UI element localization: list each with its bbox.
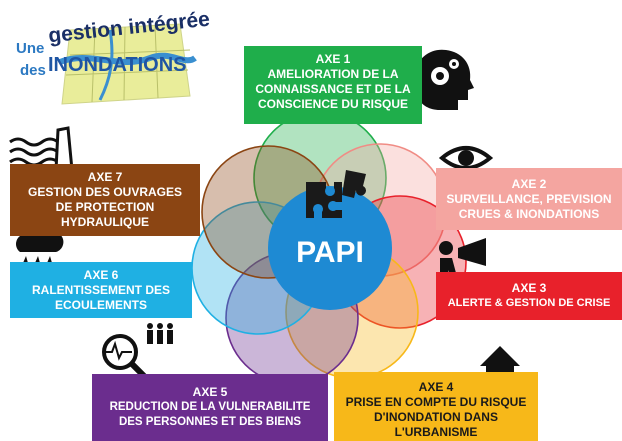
axe5-line-2: DES PERSONNES ET DES BIENS [118,416,302,428]
axe7-box: AXE 7 GESTION DES OUVRAGES DE PROTECTION… [10,164,200,236]
axe7-line-2: DE PROTECTION [55,200,155,214]
axe4-title: AXE 4 [418,380,454,394]
axe2-box: AXE 2 SURVEILLANCE, PREVISION CRUES & IN… [436,168,622,230]
logo-word-inondations: INONDATIONS [48,54,187,76]
axe4-box: AXE 4 PRISE EN COMPTE DU RISQUE D'INONDA… [334,372,538,441]
axe6-box: AXE 6 RALENTISSEMENT DES ECOULEMENTS [10,262,192,318]
axe6-title: AXE 6 [83,268,119,282]
logo-map-icon [58,23,197,105]
axe5-line-1: REDUCTION DE LA VULNERABILITE [109,401,311,413]
axe2-line-1: SURVEILLANCE, PREVISION [446,192,612,206]
axe2-title: AXE 2 [511,177,547,191]
logo-word-une: Une [16,40,45,57]
axe7-line-3: HYDRAULIQUE [60,215,149,229]
axe1-line-2: CONNAISSANCE ET DE LA [255,82,411,96]
axe3-title: AXE 3 [511,281,547,295]
axe1-line-1: AMELIORATION DE LA [267,67,399,81]
axe7-title: AXE 7 [87,170,123,184]
axe6-line-1: RALENTISSEMENT DES [31,283,170,297]
logo-word-des: des [20,62,46,79]
axe3-box: AXE 3 ALERTE & GESTION DE CRISE [436,272,622,320]
axe1-box: AXE 1 AMELIORATION DE LA CONNAISSANCE ET… [244,46,422,124]
head-gears-icon [413,49,474,110]
axe1-title: AXE 1 [315,52,351,66]
axe4-line-3: L'URBANISME [394,425,478,439]
axe5-title: AXE 5 [192,385,228,399]
axe2-line-2: CRUES & INONDATIONS [458,207,600,221]
axe6-line-2: ECOULEMENTS [54,298,147,312]
center-label: PAPI [296,236,364,269]
center-circle [268,186,392,310]
axe7-line-1: GESTION DES OUVRAGES [27,185,183,199]
axe5-box: AXE 5 REDUCTION DE LA VULNERABILITE DES … [92,374,328,441]
axe4-line-1: PRISE EN COMPTE DU RISQUE [345,395,527,409]
axe4-line-2: D'INONDATION DANS [374,410,498,424]
eye-icon [438,146,494,170]
axe3-line-1: ALERTE & GESTION DE CRISE [447,297,611,309]
axe1-line-3: CONSCIENCE DU RISQUE [257,97,409,111]
puzzle-icon [306,170,366,218]
people-icon [147,323,173,344]
